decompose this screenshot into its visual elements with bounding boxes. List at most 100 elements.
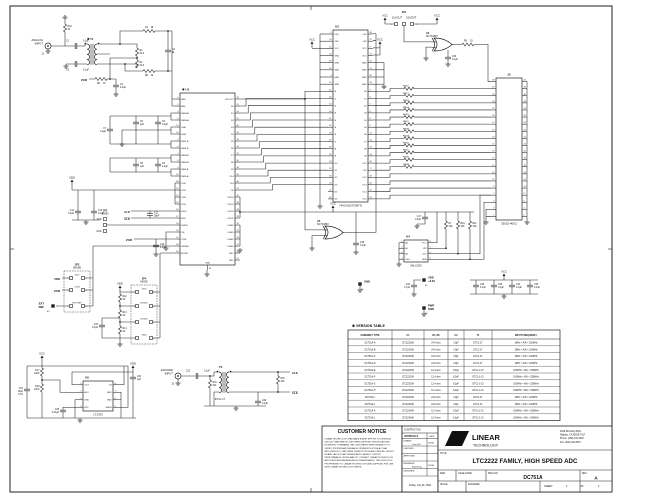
svg-text:VDD: VDD	[69, 176, 75, 180]
svg-text:VCM: VCM	[181, 239, 186, 241]
svg-text:REFHA: REFHA	[181, 119, 189, 122]
svg-text:APPLICATIONS ENGINEERING FOR A: APPLICATIONS ENGINEERING FOR ASSISTANCE.…	[325, 459, 393, 462]
svg-text:31: 31	[370, 54, 372, 56]
svg-text:0.1µF: 0.1µF	[98, 213, 105, 215]
data-bus-u1-u3	[240, 33, 385, 204]
svg-text:OVDD: OVDD	[227, 218, 234, 220]
net-label-vcm: VCM	[81, 78, 88, 82]
svg-text:27: 27	[492, 122, 494, 124]
svg-text:OE2: OE2	[334, 41, 339, 43]
svg-text:18: 18	[524, 158, 526, 160]
ground-symbol	[113, 92, 119, 97]
svg-text:ETC1-1-13: ETC1-1-13	[472, 370, 484, 372]
svg-text:REF: REF	[39, 305, 45, 309]
svg-text:DWG NO: DWG NO	[488, 473, 498, 475]
svg-text:I15: I15	[334, 199, 338, 201]
svg-text:6: 6	[370, 111, 371, 113]
svg-text:16: 16	[524, 165, 526, 167]
svg-text:35: 35	[237, 160, 239, 162]
svg-text:AIN+: AIN+	[181, 98, 187, 101]
svg-text:D2: D2	[231, 120, 235, 122]
svg-text:26: 26	[329, 197, 331, 199]
svg-text:ETC1-1-13: ETC1-1-13	[472, 390, 484, 392]
svg-text:13: 13	[492, 172, 494, 174]
svg-text:INPUT: INPUT	[35, 41, 44, 45]
net-label-clk: CLK	[292, 371, 298, 375]
svg-text:8.2pF: 8.2pF	[453, 383, 459, 385]
ground-symbol	[357, 288, 363, 293]
svg-text:GND: GND	[84, 400, 89, 402]
svg-text:26: 26	[524, 129, 526, 131]
svg-text:GND: GND	[362, 77, 367, 79]
power-vdd-symbol: VDD	[69, 176, 75, 186]
svg-text:24.9 ohm: 24.9 ohm	[431, 343, 441, 345]
svg-text:CAGE CODE: CAGE CODE	[458, 472, 472, 475]
svg-text:0.1µF: 0.1µF	[480, 287, 487, 289]
svg-text:DRAWN: DRAWN	[404, 440, 412, 443]
svg-text:ETC1-1-13: ETC1-1-13	[472, 377, 484, 379]
svg-text:OVDD: OVDD	[227, 211, 234, 213]
svg-text:2: 2	[401, 246, 402, 248]
svg-text:PROPRIETARY TO LINEAR TECHNOLO: PROPRIETARY TO LINEAR TECHNOLOGY AND SUP…	[325, 462, 394, 465]
svg-text:34: 34	[237, 209, 239, 211]
svg-text:DC751A-J: DC751A-J	[365, 403, 375, 406]
wires	[26, 20, 538, 419]
svg-text:0.1µF: 0.1µF	[452, 59, 459, 61]
svg-text:R7: R7	[449, 223, 453, 225]
svg-text:R15: R15	[213, 382, 218, 384]
svg-text:ENGINEER: ENGINEER	[404, 463, 415, 465]
svg-text:LTC2224UK: LTC2224UK	[402, 411, 415, 413]
svg-text:A: A	[594, 476, 598, 481]
svg-text:8.2pF: 8.2pF	[453, 390, 459, 392]
ground-symbol	[63, 64, 69, 69]
svg-text:VDD: VDD	[181, 190, 186, 192]
svg-text:LT1763: LT1763	[93, 413, 103, 417]
svg-text:100MHz < AIN < 250MHz: 100MHz < AIN < 250MHz	[513, 416, 539, 419]
svg-text:WP: WP	[423, 248, 427, 250]
ground-symbol	[175, 381, 181, 386]
svg-text:O4: O4	[364, 120, 368, 122]
svg-text:ETC1-1-13: ETC1-1-13	[472, 383, 484, 385]
svg-text:C27: C27	[19, 388, 24, 390]
svg-text:100: 100	[281, 381, 286, 383]
svg-text:24LC025: 24LC025	[410, 264, 422, 268]
svg-text:74VCX16373MTD: 74VCX16373MTD	[339, 204, 362, 208]
svg-text:DESIGNER: DESIGNER	[404, 471, 415, 473]
svg-text:0.1µF: 0.1µF	[360, 245, 367, 247]
svg-text:12pF: 12pF	[453, 404, 459, 406]
svg-text:VDD: VDD	[54, 277, 60, 281]
svg-text:U2: U2	[426, 31, 430, 35]
svg-text:10K: 10K	[461, 226, 466, 228]
power-vdd-symbol: VDD	[130, 362, 136, 372]
svg-text:ETC1-1T: ETC1-1T	[473, 363, 483, 365]
power-vcc-symbol: VCC	[434, 14, 440, 24]
svg-text:D8: D8	[231, 162, 235, 164]
svg-text:APPLICATION. COMPONENT SUBSTIT: APPLICATION. COMPONENT SUBSTITUTION AND …	[325, 450, 395, 453]
svg-text:34: 34	[524, 101, 526, 103]
svg-text:7/2004: 7/2004	[428, 465, 435, 467]
svg-text:100MHz < AIN < 250MHz: 100MHz < AIN < 250MHz	[513, 376, 539, 379]
svg-text:17: 17	[492, 158, 494, 160]
svg-text:OVDD: OVDD	[227, 204, 234, 206]
svg-text:C17: C17	[417, 216, 422, 218]
svg-text:5: 5	[370, 104, 371, 106]
power-vcc-symbol: VCC	[377, 37, 383, 48]
svg-text:8.2pF: 8.2pF	[453, 377, 459, 379]
svg-text:LTC2234UK: LTC2234UK	[402, 417, 415, 419]
svg-text:4: 4	[86, 290, 87, 292]
ground-symbol	[309, 246, 315, 251]
svg-text:29: 29	[492, 115, 494, 117]
svg-text:VCC: VCC	[377, 37, 383, 41]
svg-text:ETC1-1T: ETC1-1T	[473, 404, 483, 406]
ground-symbol	[483, 220, 489, 225]
svg-text:29: 29	[329, 183, 331, 185]
ground-symbol	[119, 142, 125, 147]
svg-text:DC751A-H: DC751A-H	[365, 389, 376, 392]
